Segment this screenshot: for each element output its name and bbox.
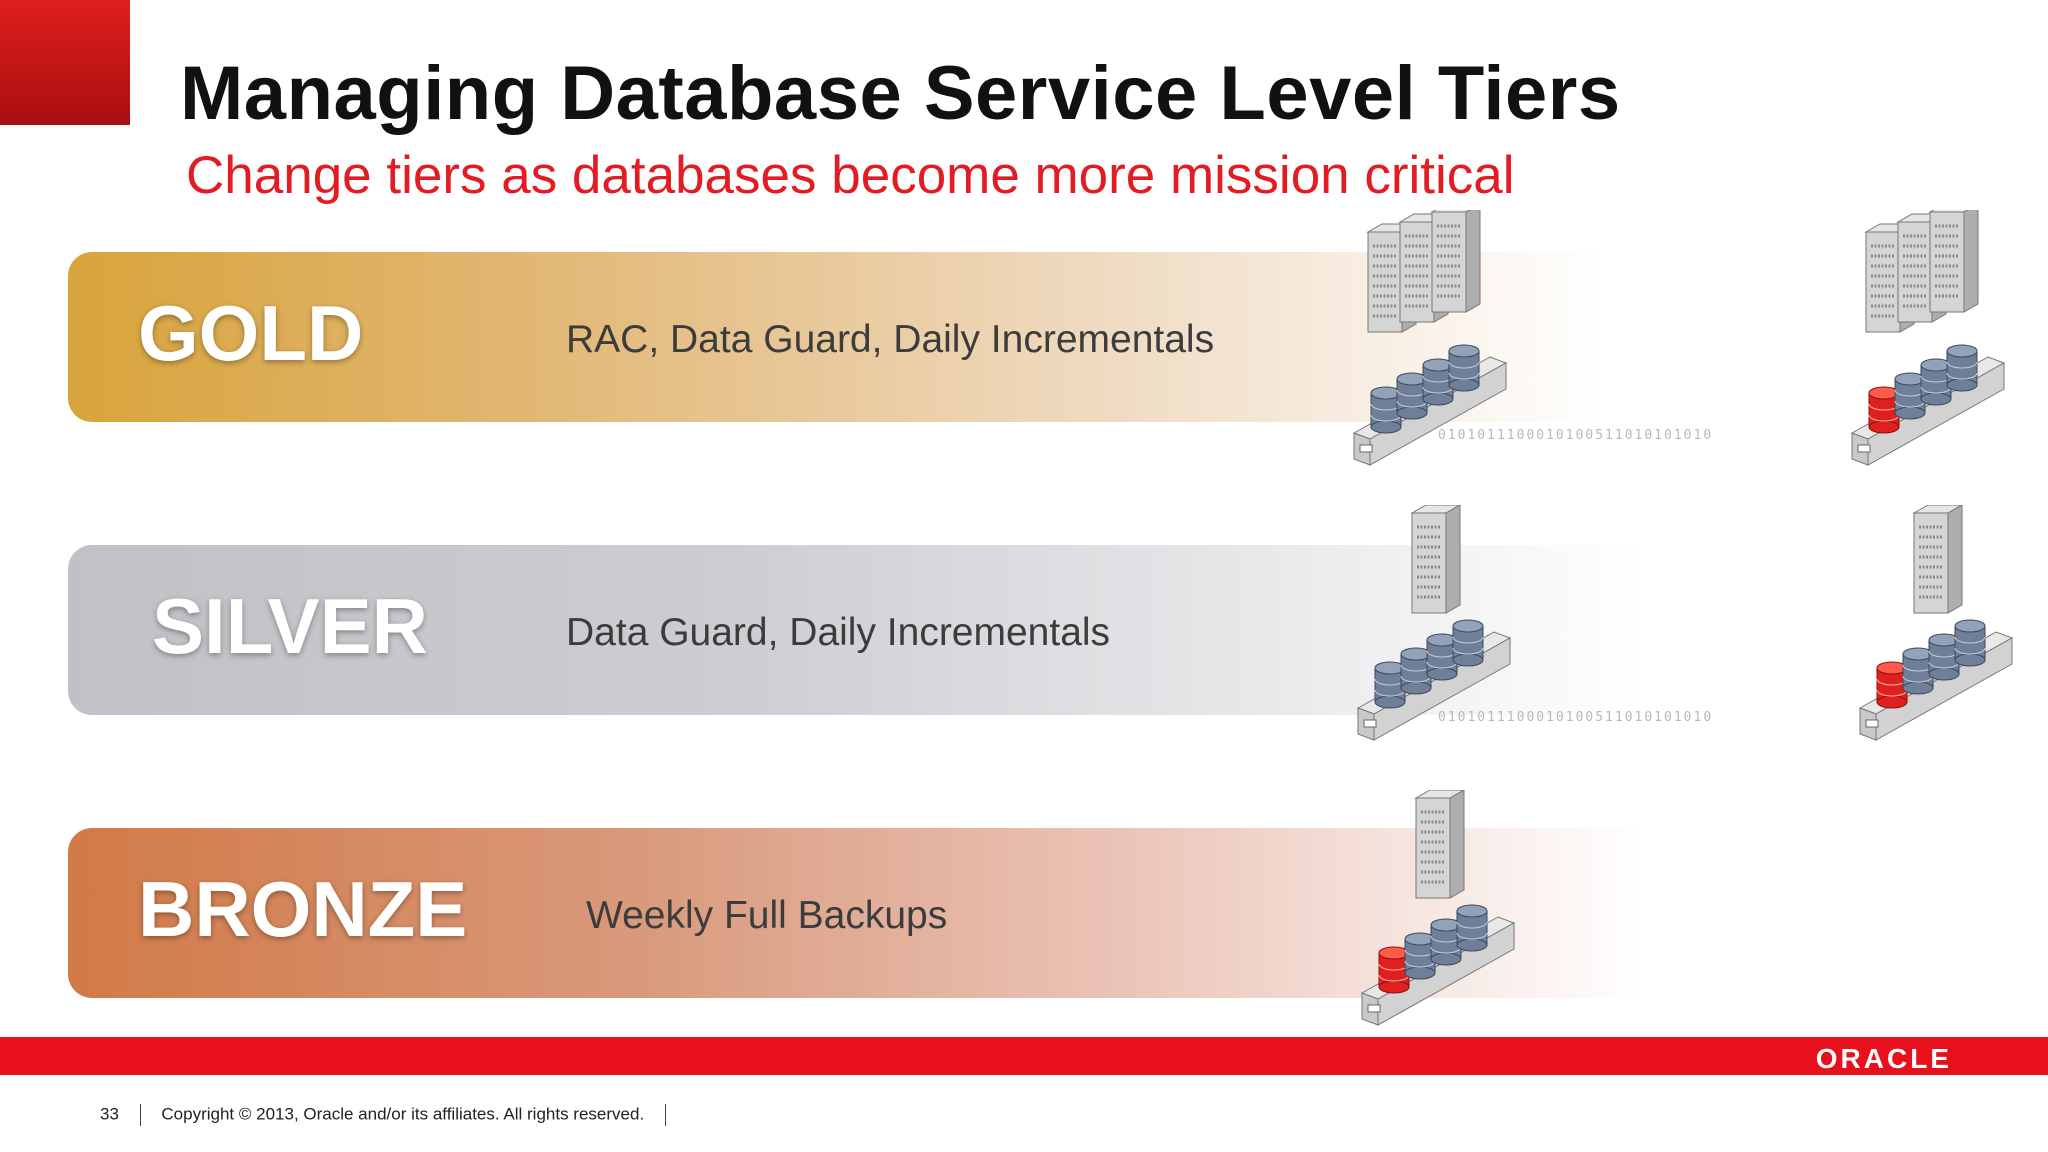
database-disk-icon — [1894, 372, 1926, 420]
tier-desc-silver: Data Guard, Daily Incrementals — [566, 611, 1111, 654]
server-rack-icon — [1912, 505, 1964, 614]
tier-band-silver: SILVER Data Guard, Daily Incrementals — [68, 545, 1988, 715]
database-disk-icon — [1868, 386, 1900, 434]
database-disk-icon — [1374, 661, 1406, 709]
database-disk-icon — [1954, 619, 1986, 667]
database-disk-icon — [1422, 358, 1454, 406]
database-disk-icon — [1946, 344, 1978, 392]
footer-brand-bar: ORACLE — [0, 1037, 2048, 1075]
slide-title: Managing Database Service Level Tiers — [180, 51, 1621, 136]
tier-band-gold: GOLD RAC, Data Guard, Daily Incrementals — [68, 252, 1988, 422]
database-disk-icon — [1378, 946, 1410, 994]
silver-primary-site-illustration — [1356, 505, 1512, 741]
silver-standby-site-illustration — [1858, 505, 2014, 741]
database-disk-icon — [1920, 358, 1952, 406]
tier-name-gold: GOLD — [138, 289, 364, 377]
bronze-site-illustration — [1360, 790, 1516, 1026]
database-disk-icon — [1448, 344, 1480, 392]
server-rack-icon — [1414, 790, 1466, 899]
database-disk-icon — [1876, 661, 1908, 709]
silver-replication-bitstream: 0101011100010100511010101010 — [1438, 710, 1714, 725]
database-disk-icon — [1370, 386, 1402, 434]
database-disk-icon — [1426, 633, 1458, 681]
tier-band-bronze: BRONZE Weekly Full Backups — [68, 828, 1988, 998]
gold-primary-site-illustration — [1352, 210, 1508, 466]
footer-divider — [139, 1104, 141, 1126]
brand-corner-block — [0, 0, 130, 125]
database-disk-icon — [1404, 932, 1436, 980]
database-disk-icon — [1902, 647, 1934, 695]
database-disk-icon — [1400, 647, 1432, 695]
page-number: 33 — [100, 1104, 119, 1124]
slide-subtitle: Change tiers as databases become more mi… — [186, 146, 1515, 205]
copyright-notice: Copyright © 2013, Oracle and/or its affi… — [161, 1104, 645, 1124]
database-disk-icon — [1456, 904, 1488, 952]
tier-name-bronze: BRONZE — [138, 865, 468, 953]
footer-divider — [664, 1104, 666, 1126]
server-rack-icon — [1928, 210, 1979, 313]
server-rack-icon — [1430, 210, 1481, 313]
slide-footer: 33 Copyright © 2013, Oracle and/or its a… — [100, 1104, 682, 1126]
gold-replication-bitstream: 0101011100010100511010101010 — [1438, 428, 1714, 443]
tier-desc-bronze: Weekly Full Backups — [586, 894, 948, 937]
server-rack-icon — [1410, 505, 1462, 614]
tier-name-silver: SILVER — [152, 582, 428, 670]
oracle-logo: ORACLE — [1815, 1043, 1952, 1074]
gold-standby-site-illustration — [1850, 210, 2006, 466]
database-disk-icon — [1928, 633, 1960, 681]
database-disk-icon — [1452, 619, 1484, 667]
tier-desc-gold: RAC, Data Guard, Daily Incrementals — [566, 318, 1215, 361]
